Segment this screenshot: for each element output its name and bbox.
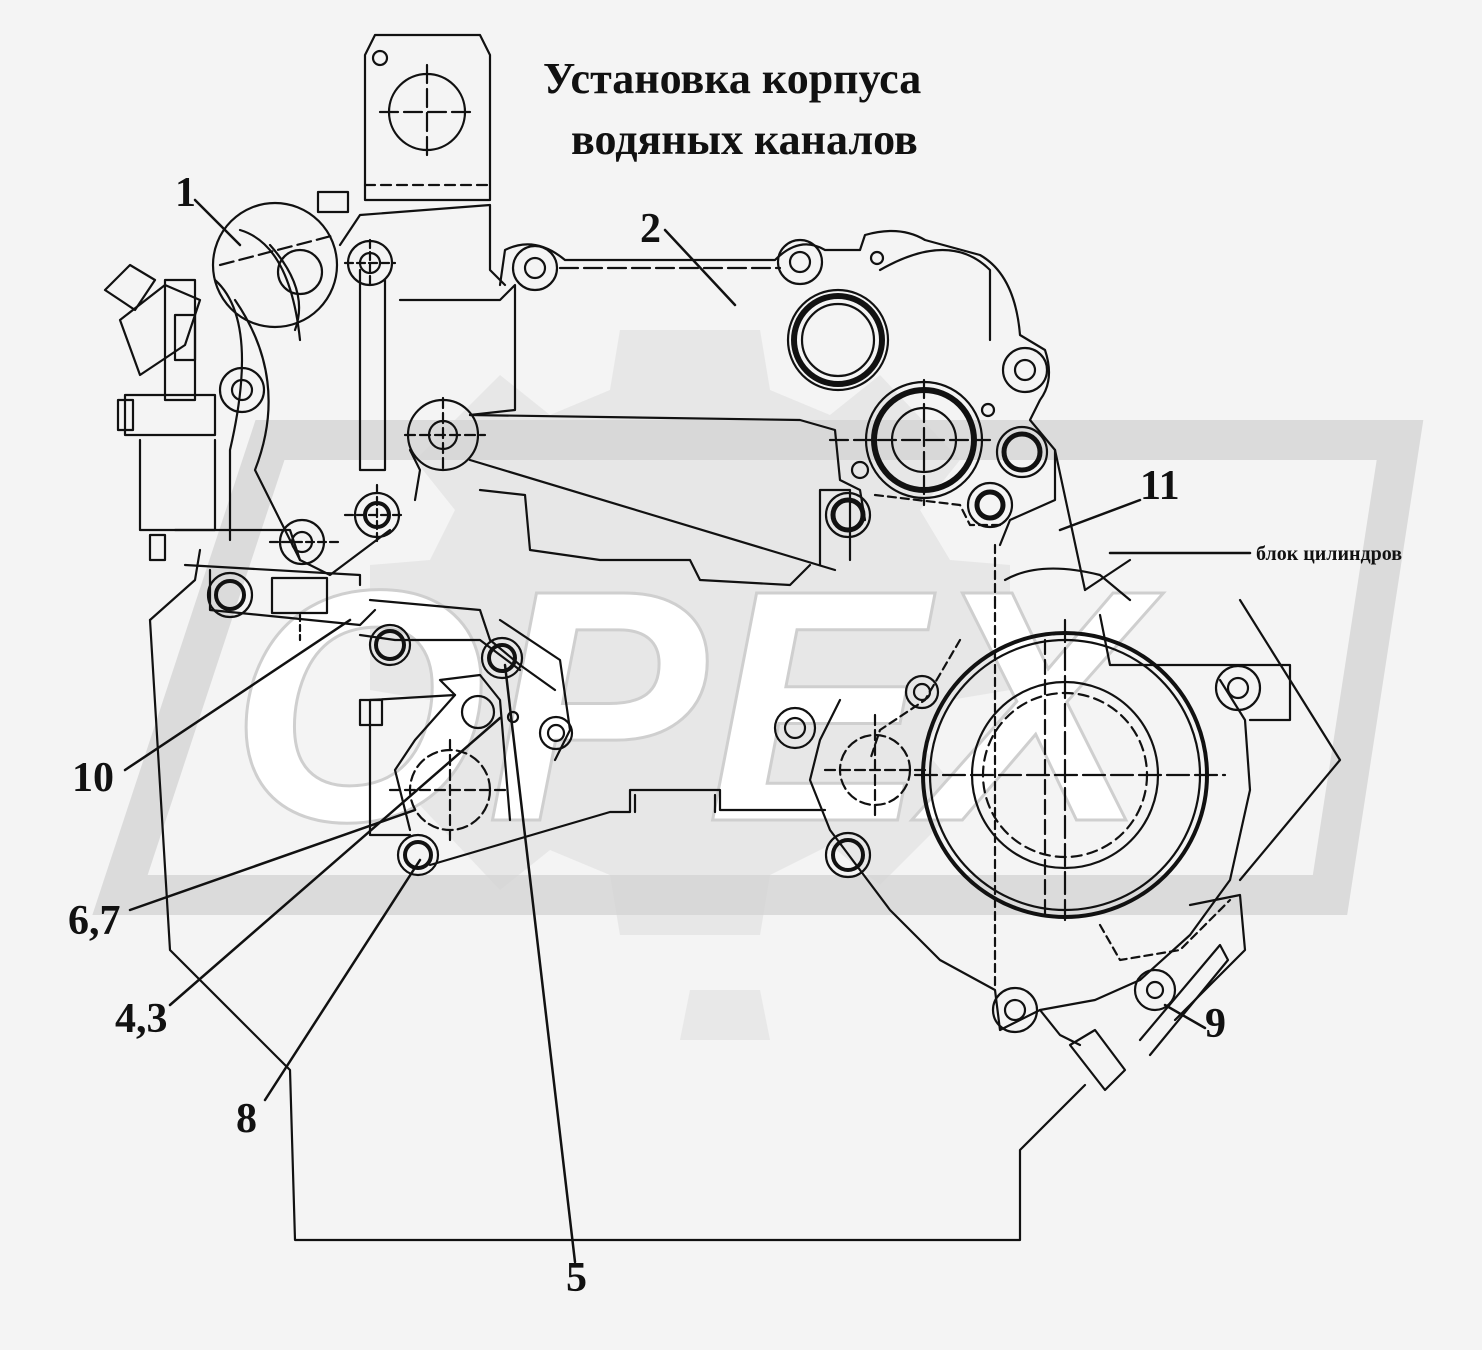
callout-4-3: 4,3 xyxy=(115,996,168,1042)
callout-5: 5 xyxy=(566,1255,587,1301)
callout-6-7: 6,7 xyxy=(68,898,121,944)
callout-2: 2 xyxy=(640,206,661,252)
callout-9: 9 xyxy=(1205,1001,1226,1047)
lower-housing xyxy=(358,488,827,877)
callout-8: 8 xyxy=(236,1096,257,1142)
callout-10: 10 xyxy=(72,755,114,801)
mounting-arm xyxy=(173,268,837,642)
callout-1: 1 xyxy=(175,170,196,216)
cylinder-block-label: блок цилиндров xyxy=(1256,543,1403,565)
watermark-text: OPEX xyxy=(230,521,1164,890)
thermostat-housing xyxy=(211,201,507,342)
callout-11: 11 xyxy=(1140,463,1180,509)
front-flange xyxy=(773,567,1292,1092)
water-channel-housing xyxy=(398,229,1057,602)
diagram-title-line2: водяных каналов xyxy=(571,115,918,164)
top-bracket xyxy=(316,33,492,214)
leader-lines xyxy=(123,198,1252,1264)
cylinder-block-outline xyxy=(148,448,1342,1242)
diagram-title-line1: Установка корпуса xyxy=(543,54,922,103)
sensor-assembly xyxy=(103,263,302,562)
